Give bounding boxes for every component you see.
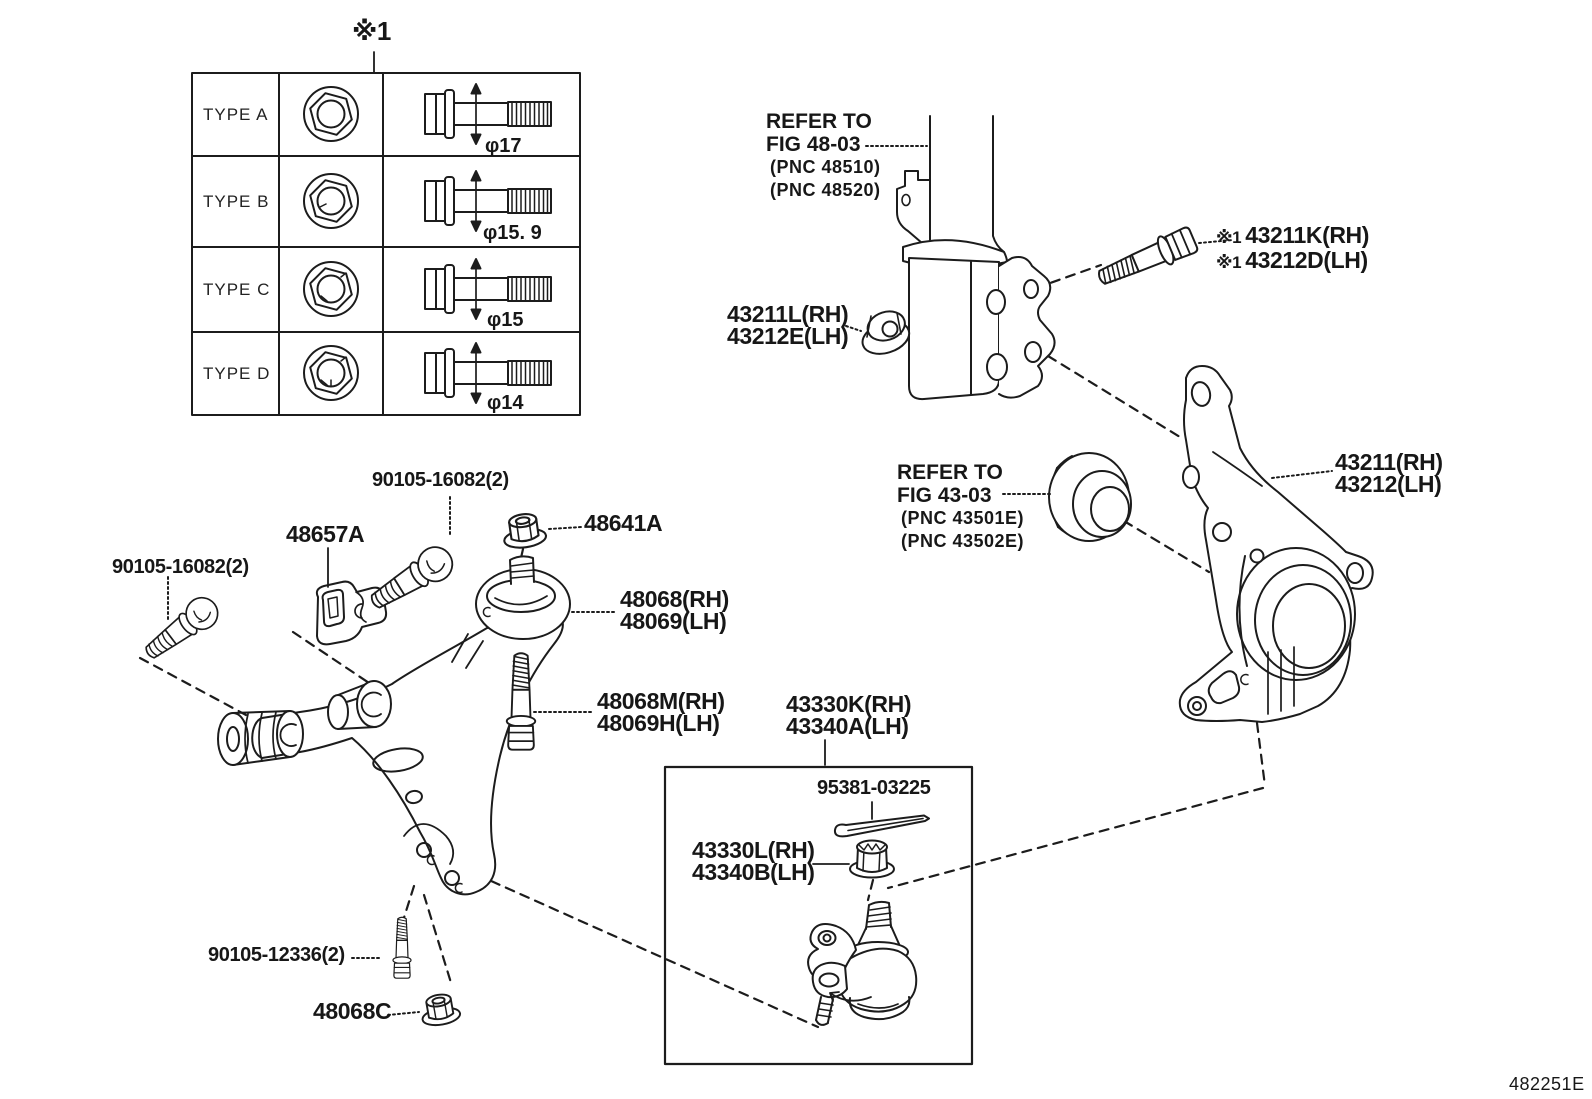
hub-bearing-drawing bbox=[1048, 452, 1132, 542]
table-type-a: TYPE A bbox=[203, 105, 269, 124]
strut-drawing bbox=[896, 115, 1056, 401]
label-strut-nut-lh[interactable]: 43212E(LH) bbox=[727, 323, 849, 349]
note-refer-bearing: REFER TO FIG 43-03 (PNC 43501E) (PNC 435… bbox=[897, 461, 1024, 553]
label-arm-bolt-front[interactable]: 90105-16082(2) bbox=[112, 556, 249, 578]
note-bearing-pnc1: (PNC 43501E) bbox=[901, 508, 1025, 528]
arm-lower-nut-drawing bbox=[417, 990, 463, 1029]
fastener-table-drawing bbox=[191, 72, 581, 416]
table-type-b: TYPE B bbox=[203, 192, 270, 211]
note-strut-pnc2: (PNC 48520) bbox=[770, 180, 881, 200]
leader-lines-dotted bbox=[167, 145, 1333, 1016]
note-bearing-line2: FIG 43-03 bbox=[897, 484, 992, 507]
ball-joint-drawing bbox=[807, 900, 918, 1026]
label-ball-joint[interactable]: 43330K(RH) 43340A(LH) bbox=[786, 691, 912, 739]
label-knuckle[interactable]: 43211(RH) 43212(LH) bbox=[1335, 449, 1443, 497]
knuckle-bolt-marker-lh: ※1 bbox=[1216, 253, 1242, 272]
leader-lines-solid bbox=[327, 51, 873, 865]
label-arm-nut-lower[interactable]: 48068C bbox=[313, 998, 392, 1024]
label-strut-nut-rh[interactable]: 43211L(RH) bbox=[727, 301, 849, 327]
label-ball-joint-rh[interactable]: 43330K(RH) bbox=[786, 691, 912, 717]
label-arm-bolt-lower[interactable]: 90105-12336(2) bbox=[208, 944, 345, 966]
label-arm-bolt-outer-rh[interactable]: 48068M(RH) bbox=[597, 688, 725, 714]
label-strut-nut[interactable]: 43211L(RH) 43212E(LH) bbox=[727, 301, 849, 349]
note-strut-line1: REFER TO bbox=[766, 110, 872, 133]
table-type-c: TYPE C bbox=[203, 280, 271, 299]
arm-nut-drawing bbox=[499, 510, 549, 552]
arm-lower-bolt-drawing bbox=[392, 916, 412, 979]
label-knuckle-bolt-lh[interactable]: 43212D(LH) bbox=[1245, 247, 1368, 273]
note-refer-strut: REFER TO FIG 48-03 (PNC 48510) (PNC 4852… bbox=[766, 110, 881, 202]
label-arm-bolt-rear[interactable]: 90105-16082(2) bbox=[372, 469, 509, 491]
table-dia-b: φ15. 9 bbox=[483, 222, 542, 244]
label-cotter-pin[interactable]: 95381-03225 bbox=[817, 777, 931, 799]
note-strut-pnc1: (PNC 48510) bbox=[770, 157, 881, 177]
table-marker-note: ※1 bbox=[352, 16, 391, 46]
label-arm-bolt-outer[interactable]: 48068M(RH) 48069H(LH) bbox=[597, 688, 725, 736]
table-dia-a: φ17 bbox=[485, 135, 522, 157]
ball-joint-box bbox=[663, 765, 974, 1066]
label-ball-joint-nut-lh[interactable]: 43340B(LH) bbox=[692, 859, 815, 885]
table-type-d: TYPE D bbox=[203, 364, 271, 383]
arm-front-bolt-drawing bbox=[137, 590, 225, 668]
steering-knuckle-drawing bbox=[1178, 365, 1374, 723]
note-strut-line2: FIG 48-03 bbox=[766, 133, 861, 156]
figure-code: 482251E bbox=[1509, 1074, 1585, 1094]
label-arm-bolt-outer-lh[interactable]: 48069H(LH) bbox=[597, 710, 720, 736]
note-bearing-line1: REFER TO bbox=[897, 461, 1003, 484]
label-ball-joint-lh[interactable]: 43340A(LH) bbox=[786, 713, 909, 739]
strut-nut-drawing bbox=[861, 310, 911, 355]
cotter-pin-drawing bbox=[833, 814, 930, 838]
label-control-arm[interactable]: 48068(RH) 48069(LH) bbox=[620, 586, 729, 634]
knuckle-bolt-marker-rh: ※1 bbox=[1216, 228, 1242, 247]
label-knuckle-bolt-rh[interactable]: 43211K(RH) bbox=[1245, 222, 1370, 248]
nut-pictograms bbox=[303, 86, 359, 401]
control-arm-drawing bbox=[217, 555, 571, 896]
note-bearing-pnc2: (PNC 43502E) bbox=[901, 531, 1025, 551]
label-arm-nut[interactable]: 48641A bbox=[584, 510, 663, 536]
table-dia-d: φ14 bbox=[487, 392, 524, 414]
label-control-arm-rh[interactable]: 48068(RH) bbox=[620, 586, 729, 612]
label-knuckle-rh[interactable]: 43211(RH) bbox=[1335, 449, 1443, 475]
label-ball-joint-nut-rh[interactable]: 43330L(RH) bbox=[692, 837, 815, 863]
arm-rear-bolt-drawing bbox=[363, 539, 460, 619]
label-knuckle-lh[interactable]: 43212(LH) bbox=[1335, 471, 1442, 497]
label-control-arm-lh[interactable]: 48069(LH) bbox=[620, 608, 727, 634]
label-ball-joint-nut[interactable]: 43330L(RH) 43340B(LH) bbox=[692, 837, 815, 885]
label-arm-bracket[interactable]: 48657A bbox=[286, 521, 365, 547]
table-dia-c: φ15 bbox=[487, 309, 524, 331]
strut-to-knuckle-bolt-drawing bbox=[1092, 223, 1201, 294]
dashed-connector-lines bbox=[138, 263, 1267, 1029]
castle-nut-drawing bbox=[849, 839, 895, 879]
cam-bracket-drawing bbox=[315, 580, 388, 646]
